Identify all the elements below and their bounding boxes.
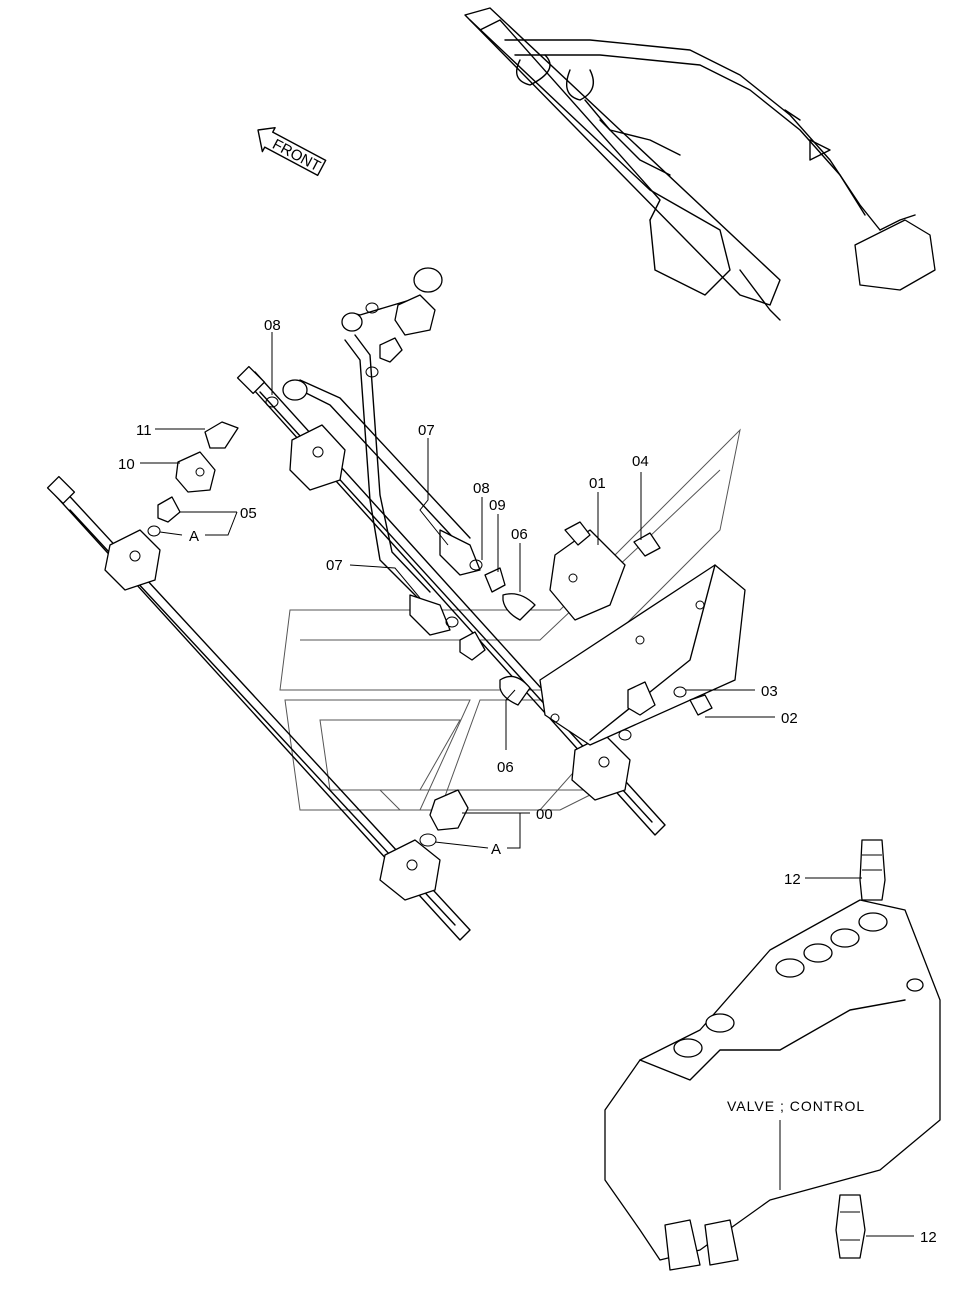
front-arrow: FRONT	[257, 127, 327, 177]
excavator-arm-overview	[464, 7, 936, 321]
callout-11: 11	[136, 422, 152, 439]
hose-lower-07	[341, 299, 451, 636]
callout-09: 09	[489, 497, 506, 514]
long-pipe-lower	[46, 475, 471, 941]
callout-07-top: 07	[418, 422, 435, 439]
callout-05: 05	[240, 505, 257, 522]
callout-a-lower: A	[491, 841, 501, 858]
control-valve: VALVE ; CONTROL	[604, 899, 941, 1271]
callout-a-upper: A	[189, 528, 199, 545]
callout-08-mid: 08	[473, 480, 490, 497]
callout-06-bottom: 06	[497, 759, 514, 776]
bracket-plate	[539, 564, 746, 746]
valve-label: VALVE ; CONTROL	[727, 1098, 865, 1114]
block-valve	[445, 521, 661, 706]
callout-01: 01	[589, 475, 606, 492]
top-fittings	[265, 267, 443, 408]
plug-00	[419, 789, 469, 847]
callout-07-left: 07	[326, 557, 343, 574]
relief-valve-12-bottom	[835, 1194, 866, 1259]
callout-12-bottom: 12	[920, 1229, 937, 1246]
middle-pipe	[236, 365, 666, 836]
callout-12-top: 12	[784, 871, 801, 888]
callout-03: 03	[761, 683, 778, 700]
front-arrow-label: FRONT	[270, 136, 324, 175]
callout-08-top: 08	[264, 317, 281, 334]
relief-valve-12-top	[859, 839, 886, 901]
callout-04: 04	[632, 453, 649, 470]
callout-10: 10	[118, 456, 135, 473]
callout-labels: 08 11 10 05 A 07 08 09 06 01 04 07 03 02…	[118, 317, 937, 1246]
leader-lines	[140, 332, 914, 1237]
callout-00: 00	[536, 806, 553, 823]
callout-02: 02	[781, 710, 798, 727]
left-fittings	[147, 421, 239, 537]
callout-06-top: 06	[511, 526, 528, 543]
